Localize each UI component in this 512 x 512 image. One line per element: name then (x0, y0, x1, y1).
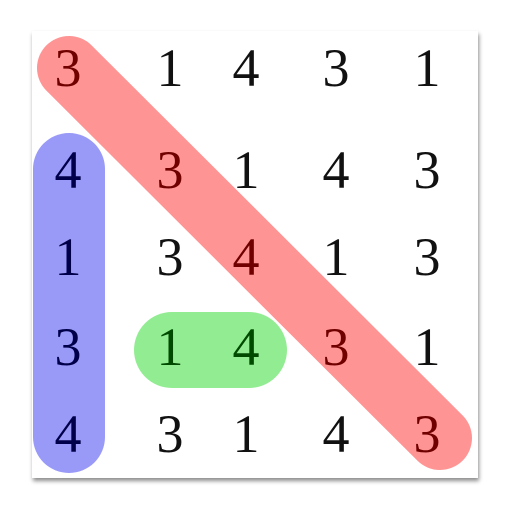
grid-cell-r0c4: 1 (413, 38, 441, 98)
diagonal-highlight (37, 36, 472, 470)
grid-cell-r1c4: 3 (413, 140, 441, 200)
grid-cell-r2c3: 1 (322, 227, 350, 287)
grid-cell-r4c0: 4 (54, 404, 82, 464)
grid-cell-r1c2: 1 (232, 140, 260, 200)
grid-cell-r0c0: 3 (54, 38, 82, 98)
grid-cell-r2c4: 3 (413, 227, 441, 287)
grid-cell-r2c1: 3 (156, 227, 184, 287)
grid-cell-r1c1: 3 (156, 140, 184, 200)
grid-cell-r1c3: 4 (322, 140, 350, 200)
grid-cell-r2c2: 4 (232, 227, 260, 287)
row-highlight (134, 312, 287, 388)
grid-cell-r1c0: 4 (54, 140, 82, 200)
grid-cell-r4c4: 3 (413, 404, 441, 464)
grid-cell-r3c2: 4 (232, 317, 260, 377)
grid-cell-r4c3: 4 (322, 404, 350, 464)
column-highlight (33, 133, 105, 473)
grid-cell-r2c0: 1 (54, 227, 82, 287)
grid-cell-r3c4: 1 (413, 317, 441, 377)
grid-cell-r4c1: 3 (156, 404, 184, 464)
grid-cell-r3c0: 3 (54, 317, 82, 377)
grid-cell-r0c3: 3 (322, 38, 350, 98)
grid-cell-r3c3: 3 (322, 317, 350, 377)
grid-cell-r0c2: 4 (232, 38, 260, 98)
grid-cell-r0c1: 1 (156, 38, 184, 98)
grid-cell-r3c1: 1 (156, 317, 184, 377)
grid-cell-r4c2: 1 (232, 404, 260, 464)
